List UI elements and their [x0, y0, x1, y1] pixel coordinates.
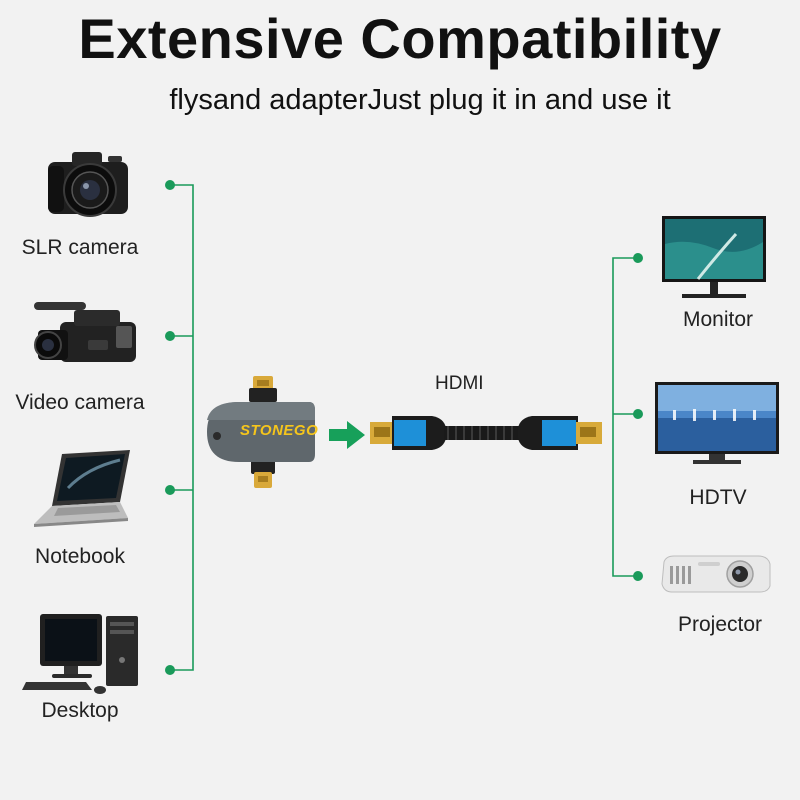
- connector-dot: [165, 665, 175, 675]
- cable-label: HDMI: [435, 373, 484, 394]
- source-label-notebook: Notebook: [35, 545, 125, 568]
- output-label-monitor: Monitor: [682, 308, 754, 331]
- connector-dot: [165, 485, 175, 495]
- adapter-brand-label: STONEGO: [240, 422, 319, 439]
- output-label-hdtv: HDTV: [689, 486, 747, 509]
- connector-dot: [633, 253, 643, 263]
- projector-icon: [661, 555, 771, 593]
- hdmi-cable-icon: [370, 416, 602, 450]
- subheadline: flysand adapterJust plug it in and use i…: [169, 84, 671, 116]
- headline: Extensive Compatibility: [78, 7, 722, 70]
- monitor-icon: [662, 216, 766, 298]
- dual-head-adapter-icon: [207, 376, 315, 488]
- right-bracket-line: [612, 257, 638, 577]
- video-camera-icon: [34, 302, 136, 362]
- slr-camera-icon: [48, 152, 128, 217]
- hdtv-icon: [655, 382, 779, 464]
- desktop-computer-icon: [22, 614, 138, 694]
- notebook-icon: [34, 450, 130, 527]
- green-arrow-icon: [329, 421, 365, 449]
- connector-dot: [633, 409, 643, 419]
- source-label-desktop: Desktop: [41, 699, 119, 722]
- connector-dot: [633, 571, 643, 581]
- source-label-slr-camera: SLR camera: [21, 236, 139, 259]
- output-label-projector: Projector: [677, 613, 763, 636]
- left-bracket-line: [170, 184, 194, 671]
- connector-dot: [165, 331, 175, 341]
- connector-dot: [165, 180, 175, 190]
- source-label-video-camera: Video camera: [15, 391, 145, 414]
